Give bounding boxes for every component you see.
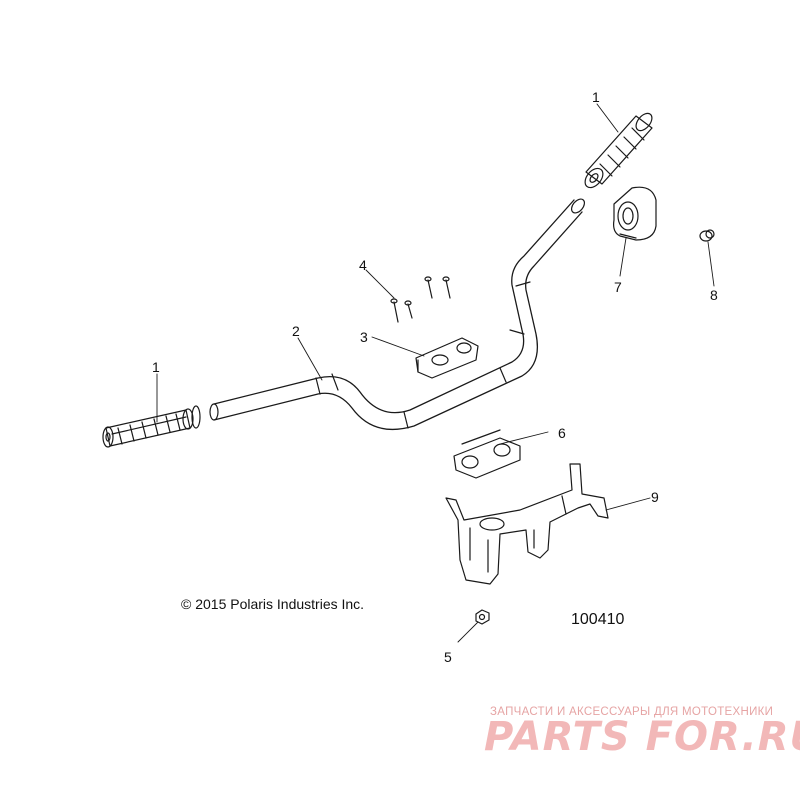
- callout-7: 7: [614, 279, 622, 295]
- watermark-logo: PARTS FOR.RU: [484, 714, 800, 760]
- bolts-part: [390, 276, 451, 323]
- watermark-caption: ЗАПЧАСТИ И АКСЕССУАРЫ ДЛЯ МОТОТЕХНИКИ: [490, 706, 774, 718]
- upper-clamp-part: [415, 337, 479, 379]
- leader-lines: [156, 103, 715, 643]
- handlebar-part: [209, 198, 586, 430]
- lower-clamp-part: [453, 429, 521, 479]
- right-grip-part: [584, 112, 653, 189]
- callout-8: 8: [710, 287, 718, 303]
- callout-1-right: 1: [592, 89, 600, 105]
- callout-3: 3: [360, 329, 368, 345]
- copyright-text: © 2015 Polaris Industries Inc.: [181, 596, 365, 612]
- callout-5: 5: [444, 649, 452, 665]
- plug-part: [699, 229, 715, 242]
- nut-part: [475, 609, 490, 625]
- diagram-id: 100410: [571, 611, 625, 628]
- callout-9: 9: [651, 489, 659, 505]
- throttle-housing-part: [613, 186, 657, 241]
- callout-6: 6: [558, 425, 566, 441]
- callout-2: 2: [292, 323, 300, 339]
- mounting-bracket-part: [445, 463, 609, 585]
- callout-4: 4: [359, 257, 367, 273]
- left-grip-part: [102, 405, 201, 448]
- callout-1-left: 1: [152, 359, 160, 375]
